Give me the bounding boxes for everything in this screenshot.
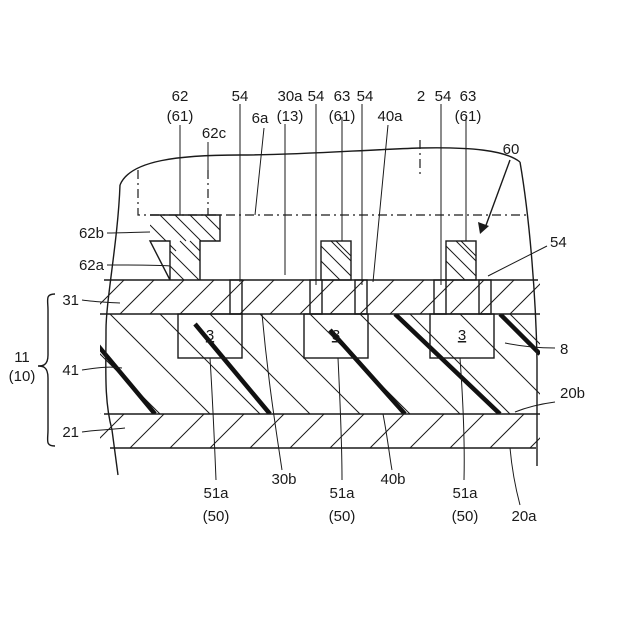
label-50-a: (50): [203, 508, 230, 525]
label-51a-2: 51a: [329, 485, 355, 502]
label-13: (13): [277, 108, 304, 125]
label-3-right: 3: [458, 327, 466, 344]
label-3-left: 3: [206, 327, 214, 344]
label-62b: 62b: [79, 225, 104, 242]
label-20b: 20b: [560, 385, 585, 402]
label-50-c: (50): [452, 508, 479, 525]
arrowhead-60: [478, 222, 489, 234]
arrow-60: [485, 160, 510, 228]
label-30a: 30a: [277, 88, 303, 105]
layer-41-hatch: [0, 314, 610, 414]
layer-21-hatch: [90, 414, 564, 448]
opening-54-2: [310, 280, 322, 314]
label-54-d: 54: [435, 88, 452, 105]
label-40a: 40a: [377, 108, 403, 125]
label-61-c: (61): [455, 108, 482, 125]
label-40b: 40b: [380, 471, 405, 488]
label-54-a: 54: [232, 88, 249, 105]
substrate-left-edge: [106, 185, 120, 475]
layer-boundaries: [100, 280, 540, 448]
leader-lines: [82, 104, 555, 505]
label-51a-1: 51a: [203, 485, 229, 502]
label-62a: 62a: [79, 257, 105, 274]
label-54-e: 54: [550, 234, 567, 251]
label-20a: 20a: [511, 508, 537, 525]
label-21: 21: [62, 424, 79, 441]
label-62c: 62c: [202, 125, 227, 142]
layer-31-hatch: [60, 280, 574, 314]
opening-54-1: [230, 280, 242, 314]
label-31: 31: [62, 292, 79, 309]
opening-54-4: [434, 280, 446, 314]
label-11: 11: [14, 349, 30, 366]
label-61-a: (61): [167, 108, 194, 125]
terminal-63-right-hatch: [446, 231, 476, 280]
label-60: 60: [503, 141, 520, 158]
label-63-a: 63: [334, 88, 351, 105]
label-6a: 6a: [252, 110, 269, 127]
label-61-b: (61): [329, 108, 356, 125]
label-8: 8: [560, 341, 568, 358]
label-50-b: (50): [329, 508, 356, 525]
label-54-c: 54: [357, 88, 374, 105]
label-2: 2: [417, 88, 425, 105]
label-3-middle: 3: [332, 327, 340, 344]
label-41: 41: [62, 362, 79, 379]
dashed-boundary: [138, 140, 530, 215]
label-54-b: 54: [308, 88, 325, 105]
terminal-62-hatch: [150, 215, 231, 281]
label-30b: 30b: [271, 471, 296, 488]
label-51a-3: 51a: [452, 485, 478, 502]
terminal-63-middle-hatch: [321, 231, 351, 280]
label-63-b: 63: [460, 88, 477, 105]
label-62: 62: [172, 88, 189, 105]
brace-11: [38, 294, 55, 446]
label-10: (10): [9, 368, 36, 385]
